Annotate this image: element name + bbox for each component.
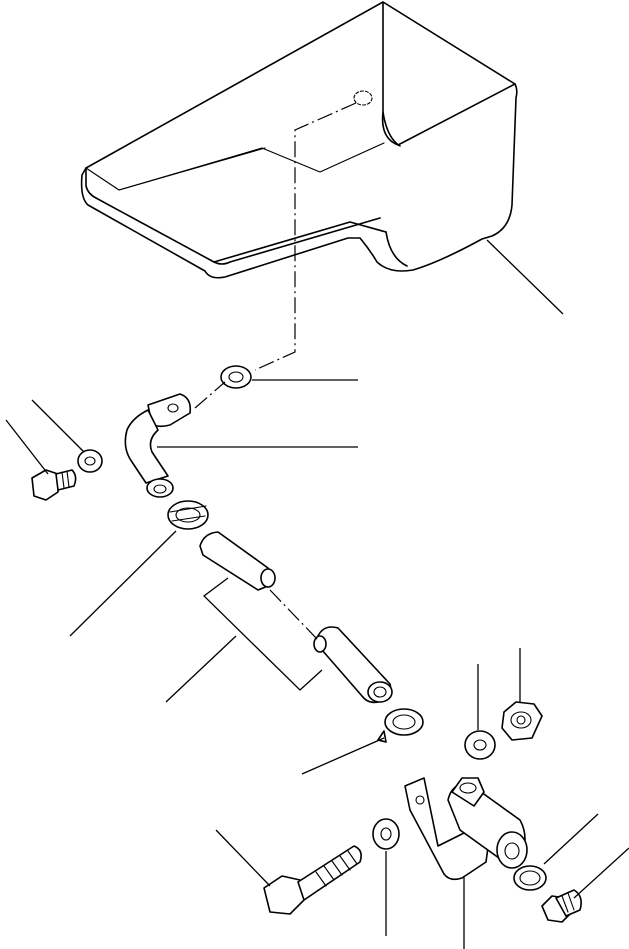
- washer-icon: [465, 731, 495, 759]
- plug-icon: [542, 890, 581, 922]
- leader-gasket: [544, 814, 598, 864]
- hose-clamp-icon: [168, 501, 208, 529]
- bolt-icon: [32, 470, 76, 500]
- leader-clamp-lower: [302, 738, 384, 774]
- hose-icon: [314, 627, 392, 702]
- nut-icon: [502, 702, 542, 740]
- leader-bolt-small: [6, 420, 48, 474]
- washer-icon: [373, 819, 399, 849]
- leader-oil-pan: [487, 240, 563, 314]
- elbow-pipe-icon: [125, 394, 190, 497]
- center-line-pan: [255, 103, 356, 370]
- bolt-icon: [264, 846, 361, 914]
- leader-washer-small: [32, 400, 84, 452]
- washer-icon: [78, 450, 102, 472]
- hose-clamp-icon: [378, 709, 423, 742]
- leader-clamp-upper: [70, 531, 176, 636]
- center-line-hose: [270, 590, 318, 640]
- oil-pan-icon: [82, 2, 517, 278]
- washer-icon: [221, 366, 251, 388]
- leader-hoses: [166, 578, 322, 702]
- gasket-icon: [514, 866, 546, 890]
- leader-bolt-large: [216, 830, 270, 886]
- hose-icon: [200, 532, 275, 590]
- center-line-elbow: [195, 382, 225, 408]
- bracket-icon: [405, 778, 527, 879]
- leader-drain-plug: [574, 848, 629, 898]
